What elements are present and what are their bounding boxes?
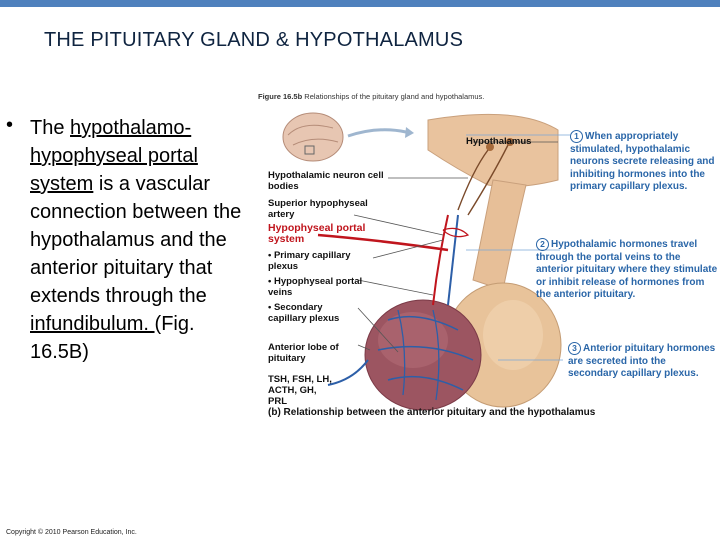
figure-caption: Figure 16.5b Relationships of the pituit… — [258, 92, 485, 101]
label-hypothalamus: Hypothalamus — [466, 136, 532, 147]
bullet-text-part3: (Fig. 16.5B) — [30, 313, 195, 363]
anatomy-figure: Figure 16.5b Relationships of the pituit… — [258, 90, 720, 426]
label-neuron-cell-bodies: Hypothalamic neuron cell bodies — [268, 170, 384, 192]
bullet-dot-icon: • — [6, 114, 14, 136]
label-primary-plexus: • Primary capillary plexus — [268, 250, 351, 272]
bullet-text: The hypothalamo-hypophyseal portal syste… — [30, 114, 258, 366]
label-portal-veins: • Hypophyseal portal veins — [268, 276, 363, 298]
bullet-text-part1: The — [30, 117, 71, 139]
copyright-notice: Copyright © 2010 Pearson Education, Inc. — [6, 529, 137, 536]
label-anterior-lobe: Anterior lobe of pituitary — [268, 342, 339, 364]
label-superior-artery: Superior hypophyseal artery — [268, 198, 368, 220]
step-2-number: 2 — [536, 238, 549, 251]
top-accent-bar — [0, 0, 720, 7]
label-secondary-plexus: • Secondary capillary plexus — [268, 302, 340, 324]
pituitary-illustration — [282, 112, 570, 411]
infundibulum-link[interactable]: infundibulum. — [30, 313, 155, 335]
bullet-text-part2: is a vascular connection between the hyp… — [30, 173, 242, 307]
label-portal-system: Hypophyseal portal system — [268, 222, 366, 245]
figure-subcaption: (b) Relationship between the anterior pi… — [268, 407, 596, 418]
slide-title: THE PITUITARY GLAND & HYPOTHALAMUS — [44, 29, 464, 51]
label-pituitary-hormones: TSH, FSH, LH, ACTH, GH, PRL — [268, 374, 332, 407]
step-1-number: 1 — [570, 130, 583, 143]
step-3-number: 3 — [568, 342, 581, 355]
portal-system-link[interactable]: hypothalamo-hypophyseal portal system — [30, 117, 198, 195]
